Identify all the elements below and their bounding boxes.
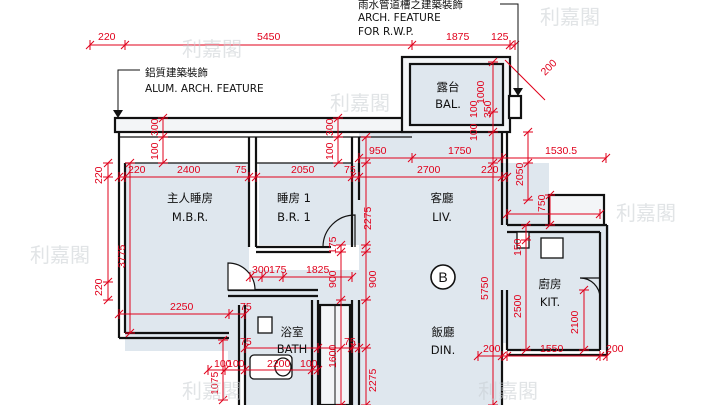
dim-mbr-100: 100 [149,142,161,160]
dim-k-150: 150 [512,238,524,256]
dim-row-220a: 220 [128,164,146,176]
dim-bal-100b: 100 [468,123,480,141]
dim-bal-200: 200 [539,57,560,78]
dim-row-950: 950 [369,145,387,157]
note-rwp-en2: FOR R.W.P. [358,26,414,38]
dim-k-2100: 2100 [569,310,581,334]
dim-l-220a: 220 [93,166,105,184]
dim-row-1530: 1530.5 [545,145,577,157]
dim-top-1875: 1875 [446,31,470,43]
door-swings [227,214,601,299]
watermark-2: 利嘉閣 [182,37,242,61]
notes: 鋁質建築裝飾 ALUM. ARCH. FEATURE 雨水管道槽之建築裝飾 AR… [113,0,523,118]
room-br1-en: B.R. 1 [277,210,311,224]
dimension-lines [85,40,612,405]
watermark-1: 利嘉閣 [30,243,90,267]
room-din-zh: 飯廳 [432,325,455,339]
room-labels: 主人睡房 M.B.R. 睡房 1 B.R. 1 客廳 LIV. 露台 BAL. … [167,80,562,357]
dim-top-220: 220 [98,31,116,43]
dim-w-2250: 2250 [170,301,194,313]
dim-bal-1000: 1000 [475,80,487,104]
dim-row-1750: 1750 [448,145,472,157]
watermarks: 利嘉閣 利嘉閣 利嘉閣 利嘉閣 利嘉閣 利嘉閣 利嘉閣 [30,5,676,403]
room-liv-zh: 客廳 [431,191,454,205]
dimension-tick [340,400,346,405]
dim-br1-300: 300 [324,118,336,136]
room-bal-zh: 露台 [437,80,460,94]
dim-br1-100: 100 [324,142,336,160]
dim-l-3775: 3775 [116,244,128,268]
dim-bal-350: 350 [482,100,494,118]
dim-row-2400: 2400 [177,164,201,176]
room-bath-en: BATH [277,342,308,356]
unit-label: B [438,269,447,285]
dim-mbr-300: 300 [149,118,161,136]
dim-w-75a: 75 [240,301,252,313]
fixtures [249,231,564,380]
room-mbr-zh: 主人睡房 [167,191,213,205]
watermark-6: 利嘉閣 [616,201,676,225]
dim-m-900b: 900 [367,270,379,288]
dim-row-75a: 75 [235,164,247,176]
dimension-tick [492,400,498,405]
dim-k-2500: 2500 [512,294,524,318]
dim-b-2200: 2200 [267,358,291,370]
note-alum-en: ALUM. ARCH. FEATURE [145,83,264,95]
note-alum-zh: 鋁質建築裝飾 [145,66,208,79]
unit-badge: B [430,264,456,290]
dim-w-75c: 75 [344,336,356,348]
dim-k-1550: 1550 [540,343,564,355]
dim-k-200a: 200 [483,343,501,355]
dim-top-125: 125 [491,31,509,43]
dim-l-1075: 1075 [209,371,221,395]
dim-l-220b: 220 [93,278,105,296]
dim-w-75b: 75 [240,336,252,348]
room-liv-en: LIV. [432,210,452,224]
room-bath-zh: 浴室 [281,325,304,339]
dim-w-100b: 100 [300,358,318,370]
dim-c-300: 300 [252,264,270,276]
note-rwp-zh: 雨水管道槽之建築裝飾 [358,0,463,11]
dim-m-2275b: 2275 [367,368,379,392]
room-kit-zh: 廚房 [539,277,562,291]
room-bal-en: BAL. [435,97,461,111]
room-kit-en: KIT. [540,295,560,309]
dim-m-1600: 1600 [327,344,339,368]
dimension-labels: 220 5450 1875 125 220 2400 75 2050 75 95… [98,31,624,370]
dimension-labels-vertical: 300 100 300 100 3775 220 220 1075 2275 1… [93,57,581,395]
dim-w-100a: 100 [214,358,232,370]
dim-row-75b: 75 [344,164,356,176]
dimension-tick [365,400,371,405]
watermark-3: 利嘉閣 [182,379,242,403]
dim-r-2050: 2050 [514,162,526,186]
dim-k-200b: 200 [606,343,624,355]
dim-m-175: 175 [327,236,339,254]
dim-b-100: 100 [227,358,245,370]
room-br1-zh: 睡房 1 [277,191,311,205]
room-din-en: DIN. [431,343,456,357]
dim-c-175: 175 [269,264,287,276]
watermark-5: 利嘉閣 [478,379,538,403]
dim-c-1825: 1825 [306,264,330,276]
room-mbr-en: M.B.R. [172,210,208,224]
dim-bal-100a: 100 [468,100,480,118]
dim-m-5750: 5750 [479,276,491,300]
dim-m-2275a: 2275 [362,206,374,230]
dim-m-900a: 900 [327,270,339,288]
watermark-7: 利嘉閣 [540,5,600,29]
dim-row-220b: 220 [481,164,499,176]
dim-row-2050: 2050 [291,164,315,176]
dimension-line-diagonal [504,59,546,101]
dim-row-2700: 2700 [417,164,441,176]
note-rwp-en1: ARCH. FEATURE [358,12,441,24]
dim-r-750: 750 [536,194,548,212]
dim-top-5450: 5450 [257,31,281,43]
watermark-4: 利嘉閣 [330,91,390,115]
